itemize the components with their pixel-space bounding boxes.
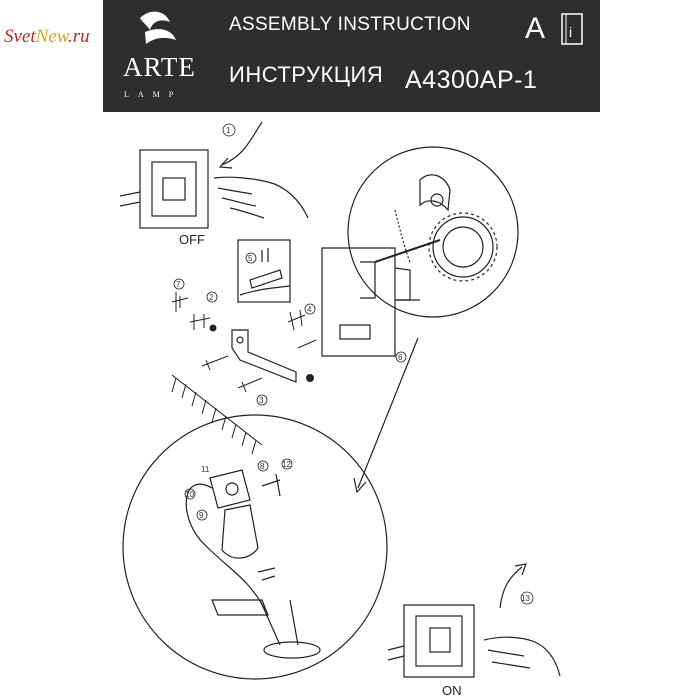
svg-text:8: 8	[260, 462, 265, 471]
svg-text:5: 5	[248, 254, 253, 263]
header-bar	[103, 0, 600, 112]
language-letter: A	[525, 12, 546, 45]
switch-on-icon	[387, 604, 475, 678]
svg-text:3: 3	[259, 396, 264, 405]
screws	[171, 292, 317, 393]
svg-text:1: 1	[226, 126, 231, 135]
brand-sub: LAMP	[124, 90, 183, 99]
step-labels: 1 2 3 4 5 6 7 8 9 10 11 12 13	[176, 126, 530, 603]
lamp-assembly-circle	[122, 414, 388, 680]
detail-zoom-circle	[347, 146, 519, 318]
junction-box	[321, 247, 411, 357]
step-1-arrow-icon	[218, 121, 263, 169]
step-13-arrow-icon	[499, 563, 527, 609]
switch-on-label: ON	[442, 683, 462, 698]
watermark: SvetNew.ru	[4, 26, 90, 47]
svg-text:10: 10	[185, 490, 194, 499]
switch-off-icon	[119, 149, 209, 229]
svg-text:9: 9	[199, 511, 204, 520]
svg-text:6: 6	[398, 353, 403, 362]
switch-off-label: OFF	[179, 232, 205, 247]
lamp-assembly	[185, 469, 321, 659]
svg-text:13: 13	[521, 594, 530, 603]
svg-text:4: 4	[307, 305, 312, 314]
model-number: A4300AP-1	[405, 66, 538, 94]
svg-text:11: 11	[201, 465, 210, 474]
svg-text:12: 12	[282, 460, 291, 469]
spot-head-detail	[374, 174, 498, 282]
brand-name: ARTE	[123, 52, 196, 82]
wall-hatch	[171, 374, 263, 455]
hand-press-icon	[213, 176, 309, 219]
connector-arrow-icon	[353, 337, 419, 494]
mounting-bracket	[231, 329, 297, 383]
title-english: ASSEMBLY INSTRUCTION	[229, 14, 471, 35]
title-russian: ИНСТРУКЦИЯ	[229, 62, 384, 87]
terminal-block	[237, 239, 291, 303]
svg-text:7: 7	[176, 280, 181, 289]
svg-text:2: 2	[209, 293, 214, 302]
hand-press-on-icon	[483, 636, 561, 677]
